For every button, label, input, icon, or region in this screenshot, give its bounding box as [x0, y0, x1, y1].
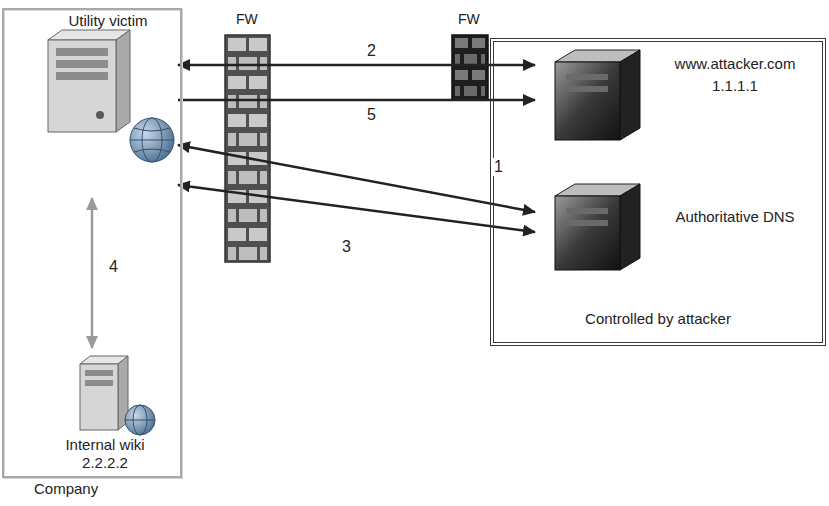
step-number: 1 [491, 158, 506, 176]
server-icon [80, 356, 155, 435]
step-number: 4 [106, 258, 121, 276]
server-node: www.attacker.com 1.1.1.1 [535, 45, 820, 145]
firewall-label: FW [236, 11, 258, 27]
ip-address: 2.2.2.2 [40, 454, 170, 472]
server-icon [48, 30, 174, 162]
company-region: CompanyUtility victimInternal wiki2.2.2.… [2, 8, 182, 478]
step-number: 2 [364, 42, 379, 60]
ip-address: 1.1.1.1 [653, 77, 817, 95]
server-node: Authoritative DNS [535, 180, 820, 275]
node-label: Internal wiki [40, 436, 170, 454]
server-node: Utility victim [38, 10, 178, 198]
node-label: Authoritative DNS [653, 208, 817, 226]
region-label: Controlled by attacker [494, 310, 822, 328]
firewall [225, 35, 270, 262]
server-node: Internal wiki2.2.2.2 [40, 348, 170, 472]
step-number: 3 [339, 238, 354, 256]
arrow-connector [91, 198, 94, 348]
server-icon [555, 50, 640, 140]
region-label: Company [34, 480, 154, 498]
step-number: 5 [364, 106, 379, 124]
attacker-region: Controlled by attacker www.attacker.com 1.… [490, 38, 826, 346]
arrow-connector [178, 145, 535, 212]
firewall [452, 35, 488, 100]
node-label: www.attacker.com [653, 55, 817, 73]
arrow-connector [178, 64, 535, 67]
firewall-label: FW [458, 11, 480, 27]
node-label: Utility victim [38, 12, 178, 30]
arrow-connector [178, 185, 535, 232]
arrow-connector [178, 99, 535, 102]
server-icon [555, 184, 640, 270]
